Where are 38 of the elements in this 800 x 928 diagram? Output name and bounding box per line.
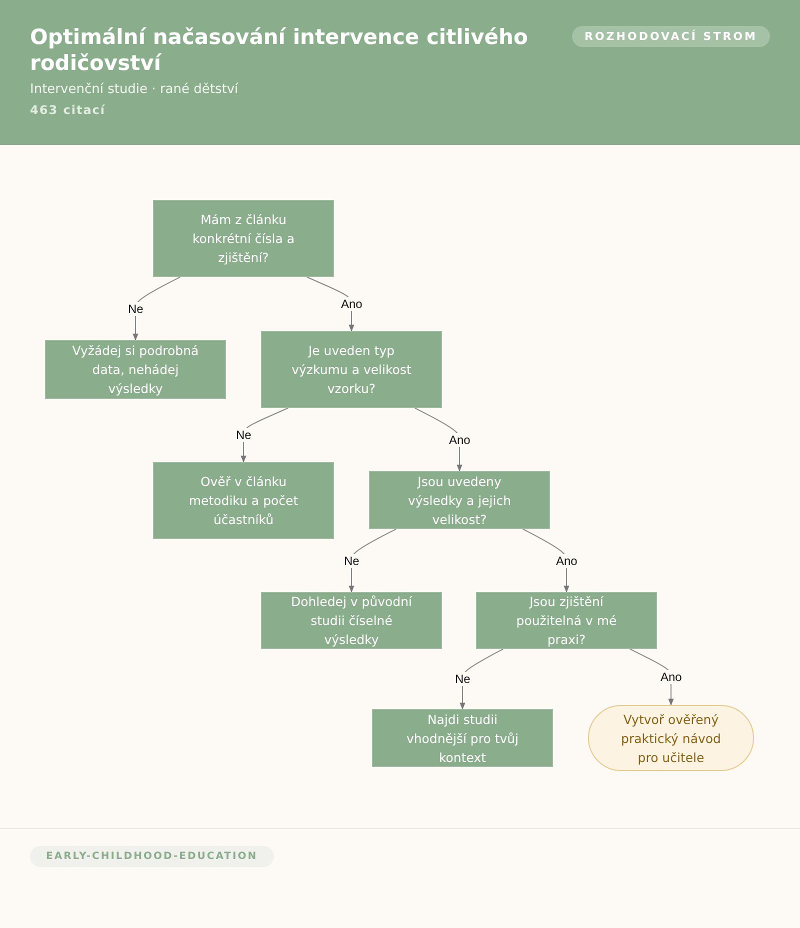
node-text: Jsou uvedeny výsledky a jejich velikost? xyxy=(406,472,512,528)
node-text: Mám z článku konkrétní čísla a zjištění? xyxy=(191,211,296,267)
node-text: Je uveden typ výzkumu a velikost vzorku? xyxy=(290,342,412,398)
node-text: Vytvoř ověřený praktický návod pro učitele xyxy=(620,710,722,766)
process-box xyxy=(372,709,553,767)
edge-label: Ne xyxy=(454,672,472,686)
edge-label: Ano xyxy=(660,670,683,684)
process-box xyxy=(261,331,442,408)
process-box xyxy=(45,340,226,399)
process-box xyxy=(369,471,550,529)
category-badge: ROZHODOVACÍ STROM xyxy=(572,26,770,47)
edge-label: Ano xyxy=(448,432,472,446)
arrow xyxy=(306,276,354,332)
node-text: Jsou zjištění použitelná v mé praxi? xyxy=(515,593,618,649)
citation-count: 463 citací xyxy=(30,103,106,117)
arrow xyxy=(522,528,570,593)
process-box xyxy=(153,200,334,277)
node-text: Ověř v článku metodiku a počet účastníků xyxy=(188,473,300,529)
edge-label: Ne xyxy=(235,428,252,442)
arrow xyxy=(414,408,462,472)
node-text: Najdi studii vhodnější pro tvůj kontext xyxy=(405,710,520,766)
edge-label: Ne xyxy=(127,302,144,316)
edge-label: Ne xyxy=(343,554,360,568)
process-box xyxy=(261,592,442,649)
edge-label: Ano xyxy=(555,554,578,568)
process-box xyxy=(153,462,334,539)
node-text: Vyžádej si podrobná data, nehádej výsledky xyxy=(71,342,200,398)
arrow xyxy=(348,528,397,593)
node-text: Dohledej v původní studii číselné výsledky xyxy=(290,593,414,649)
edge-label: Ano xyxy=(340,297,364,311)
process-box xyxy=(476,592,657,649)
topic-tag: EARLY-CHILDHOOD-EDUCATION xyxy=(30,846,274,867)
title: Optimální načasování intervence citlivého rodičovství xyxy=(30,24,529,76)
arrow xyxy=(629,648,674,706)
arrow xyxy=(240,408,289,463)
subtitle: Intervenční studie · rané dětství xyxy=(30,82,238,97)
arrow xyxy=(460,648,504,710)
arrow xyxy=(132,276,181,341)
